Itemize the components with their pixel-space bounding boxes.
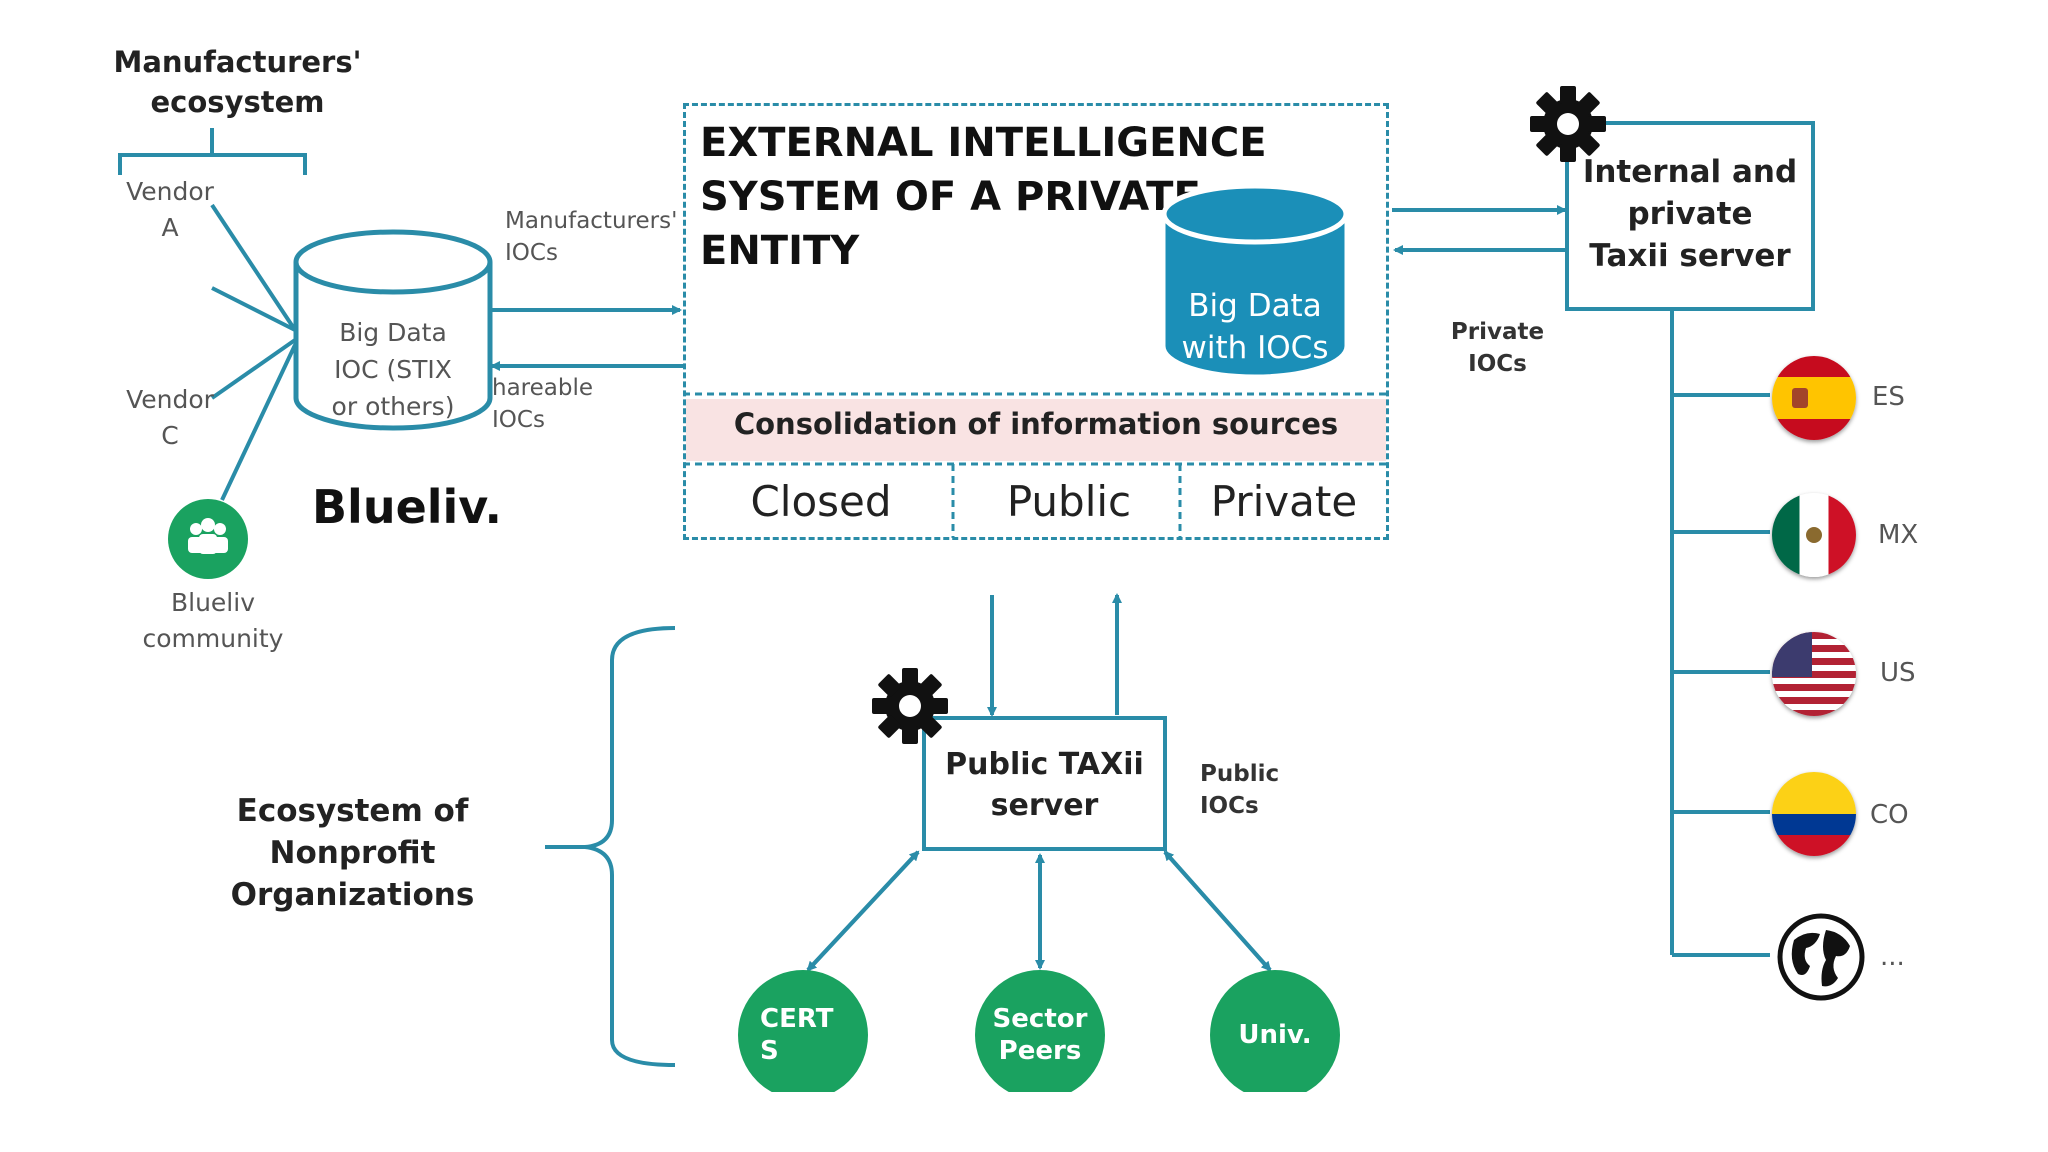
blueliv-logo: Blueliv. bbox=[312, 480, 503, 534]
source-closed: Closed bbox=[750, 477, 892, 526]
member-certs-clip: CERT S bbox=[738, 970, 868, 1092]
member-univ: Univ. bbox=[1210, 970, 1340, 1092]
member-univ-clip: Univ. bbox=[1210, 970, 1340, 1092]
source-dividers bbox=[683, 392, 1389, 538]
blueliv-database-icon bbox=[293, 229, 493, 431]
country-code-us: US bbox=[1880, 658, 1916, 688]
community-label: Blueliv community bbox=[142, 588, 284, 653]
people-icon bbox=[188, 518, 228, 554]
public-iocs-label: Public IOCs bbox=[1200, 761, 1280, 819]
mexico-flag-icon bbox=[1772, 493, 1856, 577]
vendor-a-label: Vendor A bbox=[126, 177, 214, 242]
external-intelligence-box bbox=[683, 103, 1389, 540]
consolidation-label: Consolidation of information sources bbox=[733, 407, 1339, 441]
nonprofit-brace bbox=[584, 626, 676, 1067]
country-code-mx: MX bbox=[1878, 520, 1919, 550]
consolidation-bar bbox=[686, 399, 1386, 461]
public-taxii-box bbox=[922, 716, 1167, 851]
gear-icon bbox=[872, 668, 948, 744]
member-sector-peers-clip: Sector Peers bbox=[975, 970, 1105, 1092]
source-private: Private bbox=[1210, 477, 1358, 526]
colombia-flag-icon bbox=[1772, 772, 1856, 856]
usa-flag-icon bbox=[1772, 632, 1856, 716]
blueliv-db-label: Big Data IOC (STIX or others) bbox=[331, 318, 455, 421]
private-taxii-box bbox=[1565, 121, 1815, 311]
manufacturers-brace bbox=[118, 128, 307, 175]
public-taxii-label: Public TAXii server bbox=[945, 747, 1144, 823]
external-title: EXTERNAL INTELLIGENCE SYSTEM OF A PRIVAT… bbox=[700, 120, 1267, 274]
vendor-c-label: Vendor C bbox=[126, 385, 214, 450]
member-sector-peers: Sector Peers bbox=[975, 970, 1105, 1092]
private-taxii-label: Internal and private Taxii server bbox=[1582, 154, 1798, 274]
member-certs: CERT S bbox=[738, 970, 868, 1092]
country-code-co: CO bbox=[1870, 800, 1909, 830]
manufacturers-iocs-label: Manufacturers' IOCs bbox=[505, 208, 678, 266]
bigdata-label: Big Data with IOCs bbox=[1181, 288, 1329, 366]
spain-flag-icon bbox=[1772, 356, 1856, 440]
vendor-c-line bbox=[210, 338, 297, 400]
manufacturers-title: Manufacturers' ecosystem bbox=[113, 45, 362, 119]
gear-icon bbox=[1530, 86, 1606, 162]
nonprofit-title: Ecosystem of Nonprofit Organizations bbox=[230, 793, 475, 913]
country-code-es: ES bbox=[1872, 382, 1905, 412]
vendor-a-line bbox=[210, 203, 297, 332]
private-iocs-label: Private IOCs bbox=[1450, 319, 1545, 377]
community-icon bbox=[168, 499, 248, 579]
bigdata-database-icon bbox=[1161, 184, 1349, 378]
globe-icon bbox=[1777, 913, 1865, 1001]
source-public: Public bbox=[1006, 477, 1132, 526]
shareable-iocs-label: hareable IOCs bbox=[492, 375, 594, 433]
country-code-other: ... bbox=[1880, 942, 1905, 972]
community-line bbox=[220, 344, 297, 501]
